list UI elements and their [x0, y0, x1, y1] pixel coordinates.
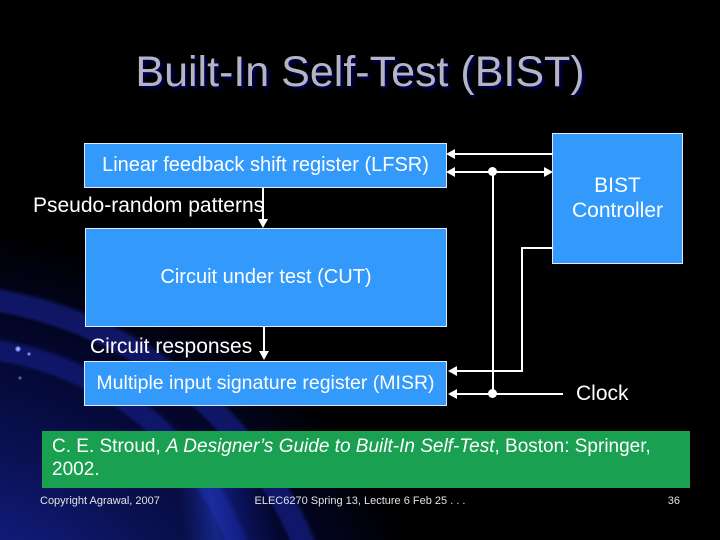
citation-prefix: C. E. Stroud,	[52, 436, 167, 457]
connector-line	[262, 188, 264, 220]
footer-course-info: ELEC6270 Spring 13, Lecture 6 Feb 25 . .…	[254, 495, 466, 507]
background-star	[15, 346, 21, 352]
junction-dot	[488, 389, 497, 398]
footer-copyright: Copyright Agrawal, 2007	[40, 495, 160, 507]
arrowhead-right-icon	[544, 167, 553, 177]
misr-box-label: Multiple input signature register (MISR)	[96, 372, 435, 395]
pseudo-random-patterns-label: Pseudo-random patterns	[33, 194, 265, 217]
cut-box-label: Circuit under test (CUT)	[160, 266, 372, 288]
junction-dot	[488, 167, 497, 176]
cut-box: Circuit under test (CUT)	[85, 228, 447, 327]
connector-line	[263, 327, 265, 352]
footer-page-number: 36	[667, 495, 680, 507]
bist-controller-box: BIST Controller	[552, 133, 683, 264]
bist-controller-label: BIST Controller	[571, 174, 664, 222]
clock-label: Clock	[576, 382, 629, 405]
arrowhead-left-icon	[446, 149, 455, 159]
lfsr-box-label: Linear feedback shift register (LFSR)	[102, 154, 429, 176]
circuit-responses-label: Circuit responses	[90, 335, 253, 358]
citation-box: C. E. Stroud, A Designer’s Guide to Buil…	[42, 431, 690, 488]
connector-line	[455, 370, 521, 372]
connector-line	[453, 171, 544, 173]
arrowhead-down-icon	[258, 219, 268, 228]
arrowhead-left-icon	[448, 366, 457, 376]
background-star	[27, 352, 31, 356]
connector-line	[453, 153, 553, 155]
connector-line	[455, 393, 563, 395]
lfsr-box: Linear feedback shift register (LFSR)	[84, 143, 447, 188]
connector-line	[521, 247, 553, 249]
misr-box: Multiple input signature register (MISR)	[84, 361, 447, 406]
arrowhead-left-icon	[448, 389, 457, 399]
connector-line	[521, 247, 523, 372]
arrowhead-left-icon	[446, 167, 455, 177]
citation-suffix: , Boston: Springer,	[494, 436, 651, 457]
citation-year: 2002.	[52, 459, 100, 480]
background-star	[18, 376, 22, 380]
slide-title: Built-In Self-Test (BIST)	[135, 48, 585, 96]
arrowhead-down-icon	[259, 351, 269, 360]
citation-book-title: A Designer’s Guide to Built-In Self-Test	[166, 436, 495, 457]
connector-line	[492, 172, 494, 393]
